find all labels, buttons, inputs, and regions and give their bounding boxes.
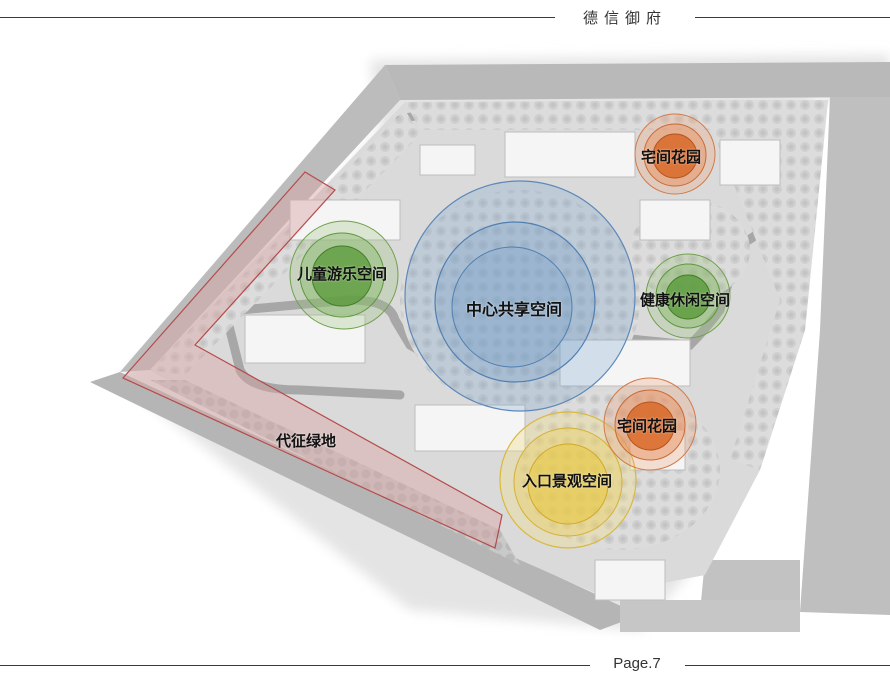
header-rule-right bbox=[695, 17, 890, 18]
header-rule-left bbox=[0, 17, 555, 18]
label-children-play: 儿童游乐空间 bbox=[297, 265, 388, 283]
fitness-leisure-zone bbox=[645, 253, 731, 339]
building bbox=[594, 559, 666, 601]
header-title: 德信御府 bbox=[582, 9, 667, 27]
buildings bbox=[244, 131, 781, 601]
central-shared-zone bbox=[404, 180, 636, 412]
garden-north-zone bbox=[634, 113, 716, 195]
building bbox=[639, 199, 711, 241]
label-fitness-leisure: 健康休闲空间 bbox=[640, 291, 731, 309]
building bbox=[419, 144, 476, 176]
building bbox=[244, 314, 366, 364]
footer-rule-right bbox=[685, 665, 890, 666]
building bbox=[414, 404, 526, 452]
entrance-zone bbox=[499, 411, 637, 549]
page-number: Page.7 bbox=[613, 655, 661, 672]
building bbox=[504, 131, 636, 178]
roads bbox=[90, 62, 890, 632]
label-garden-south: 宅间花园 bbox=[617, 417, 678, 435]
label-entrance: 入口景观空间 bbox=[522, 472, 613, 490]
requisition-green-area bbox=[122, 171, 503, 549]
garden-south-zone bbox=[603, 377, 697, 471]
label-garden-north: 宅间花园 bbox=[641, 148, 702, 166]
building bbox=[719, 139, 781, 186]
building bbox=[559, 339, 691, 387]
label-central-shared: 中心共享空间 bbox=[466, 300, 563, 319]
footer-rule-left bbox=[0, 665, 590, 666]
label-requisition-green: 代征绿地 bbox=[276, 432, 337, 450]
children-play-zone bbox=[289, 220, 399, 330]
